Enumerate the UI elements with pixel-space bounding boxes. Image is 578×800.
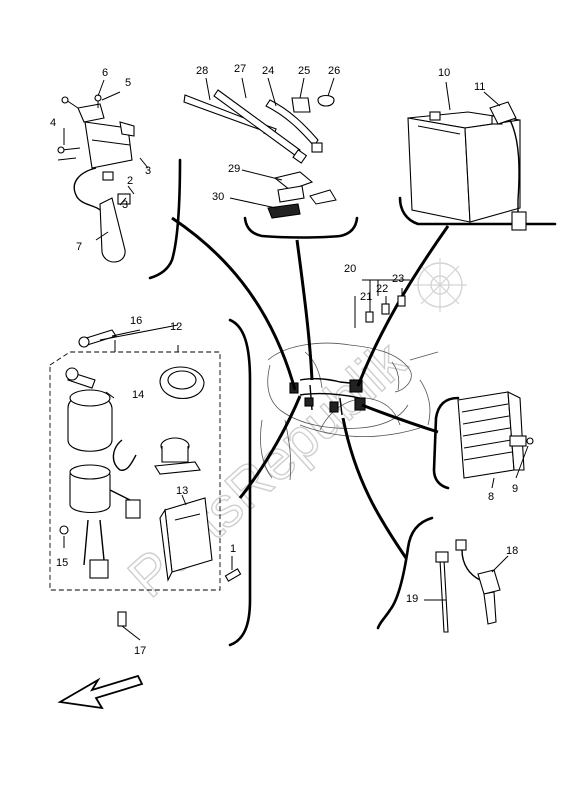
switch-lock-set	[49, 329, 242, 627]
callout-26: 26	[328, 65, 340, 77]
fuse-set	[354, 279, 410, 328]
callout-17: 17	[134, 645, 146, 657]
front-direction-arrow	[57, 674, 144, 710]
callout-18: 18	[506, 545, 518, 557]
callout-10: 10	[438, 67, 450, 79]
callout-7: 7	[76, 241, 82, 253]
cable-ties-and-clamps	[183, 89, 337, 219]
callout-23: 23	[392, 273, 404, 285]
callout-24: 24	[262, 65, 274, 77]
callout-13: 13	[176, 485, 188, 497]
battery-assembly	[407, 101, 527, 231]
callout-19: 19	[406, 593, 418, 605]
callout-12: 12	[170, 321, 182, 333]
callout-14: 14	[132, 389, 144, 401]
callout-1: 1	[230, 543, 236, 555]
watermark-logo	[413, 258, 467, 312]
callout-3a: 3	[145, 165, 151, 177]
callout-4: 4	[50, 117, 56, 129]
callout-20: 20	[344, 263, 356, 275]
group-brackets	[148, 158, 557, 647]
callout-21: 21	[360, 291, 372, 303]
callout-labels: 1 2 3 3 4 5 6 7 8 9 10 11 12 13 14 15 16…	[50, 63, 518, 657]
callout-2: 2	[127, 175, 133, 187]
callout-15: 15	[56, 557, 68, 569]
callout-28: 28	[196, 65, 208, 77]
callout-30: 30	[212, 191, 224, 203]
callout-6: 6	[102, 67, 108, 79]
rectifier-regulator	[457, 391, 534, 479]
group-leader-lines	[171, 216, 450, 559]
ignition-coil-assembly	[57, 94, 135, 263]
callout-27: 27	[234, 63, 246, 75]
callout-8: 8	[488, 491, 494, 503]
callout-11: 11	[474, 81, 485, 93]
callout-5: 5	[125, 77, 131, 89]
callout-25: 25	[298, 65, 310, 77]
callout-3b: 3	[122, 199, 128, 211]
callout-16: 16	[130, 315, 142, 327]
callout-9: 9	[512, 483, 518, 495]
callout-22: 22	[376, 283, 388, 295]
callout-leaders	[63, 77, 529, 641]
sensor-assembly	[435, 539, 501, 633]
callout-29: 29	[228, 163, 240, 175]
